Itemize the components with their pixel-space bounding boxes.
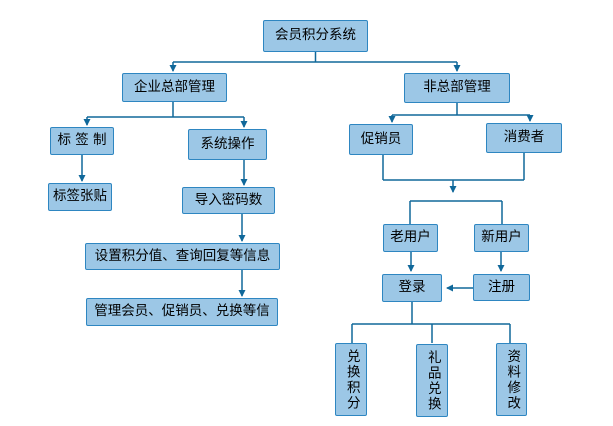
node-profile-modify: 资料修改 [496, 343, 527, 416]
node-manage-members-info: 管理会员、促销员、兑换等信 [86, 298, 278, 326]
node-old-user: 老用户 [383, 224, 438, 252]
node-label-making: 标 签 制 [50, 127, 114, 155]
node-new-user: 新用户 [474, 224, 529, 252]
node-gift-exchange: 礼品兑换 [416, 344, 448, 417]
node-label-posting: 标签张贴 [48, 183, 112, 211]
node-login: 登录 [382, 274, 442, 302]
node-system-operation: 系统操作 [188, 129, 267, 160]
node-promoter: 促销员 [349, 124, 413, 155]
node-hq-management: 企业总部管理 [122, 73, 227, 102]
node-consumer: 消费者 [486, 123, 562, 153]
node-member-points-system: 会员积分系统 [263, 20, 368, 52]
node-import-password: 导入密码数 [182, 187, 275, 214]
node-register: 注册 [473, 274, 530, 301]
node-non-hq-management: 非总部管理 [404, 73, 510, 103]
node-set-points-query-info: 设置积分值、查询回复等信息 [85, 243, 280, 270]
node-exchange-points: 兑换积分 [335, 343, 367, 416]
